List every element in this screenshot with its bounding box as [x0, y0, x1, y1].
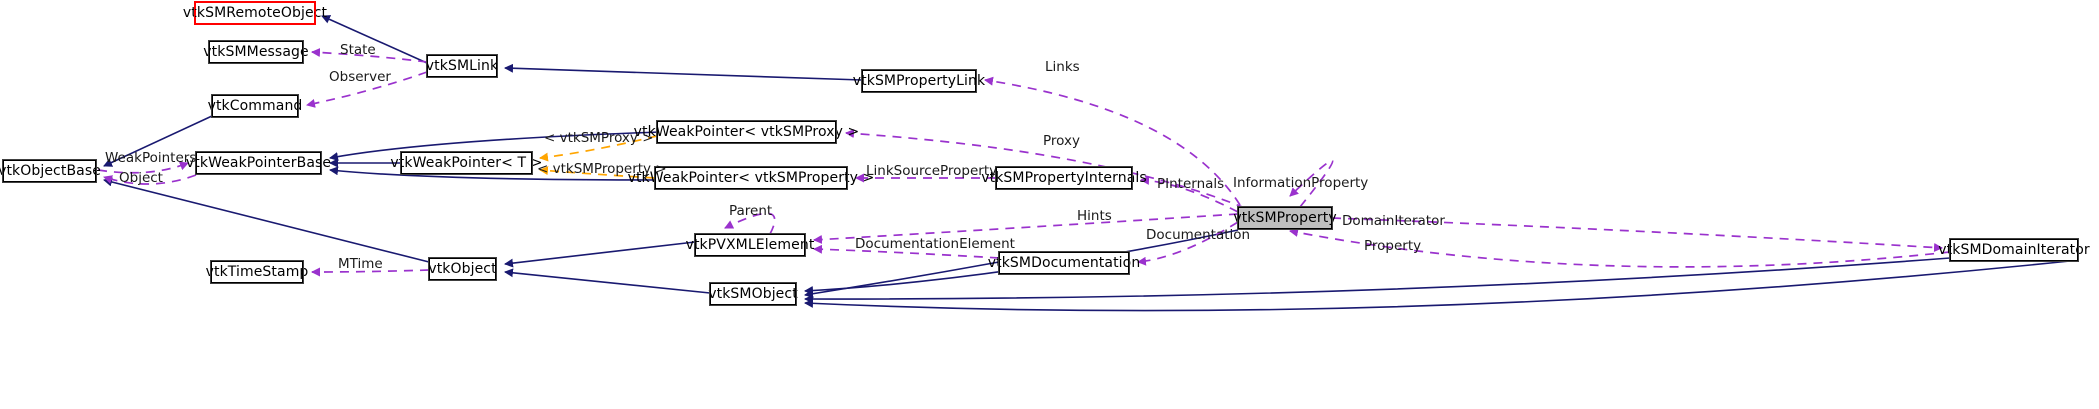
node-vtksmdomainiterator[interactable]: vtkSMDomainIterator — [1938, 238, 2090, 262]
edge-label-documentationelement: DocumentationElement — [855, 236, 1015, 252]
node-vtksmremoteobject[interactable]: vtkSMRemoteObject — [183, 1, 327, 25]
node-vtksmobject[interactable]: vtkSMObject — [708, 282, 798, 306]
edge-label-observer: Observer — [329, 69, 391, 85]
edge-label-links: Links — [1045, 59, 1080, 75]
node-vtkweakpointer-vtksmproperty[interactable]: vtkWeakPointer< vtkSMProperty > — [628, 166, 874, 190]
node-vtksmpropertylink[interactable]: vtkSMPropertyLink — [853, 69, 985, 93]
edge-label-domainiterator: DomainIterator — [1342, 213, 1445, 229]
edge-label-weakpointers: WeakPointers — [105, 150, 197, 166]
edge-label-proxy: Proxy — [1043, 133, 1080, 149]
node-vtksmproperty[interactable]: vtkSMProperty — [1233, 206, 1337, 230]
edge-label-template-vtksmproxy: < vtkSMProxy > — [544, 130, 654, 146]
node-vtksmpropertyinternals[interactable]: vtkSMPropertyInternals — [981, 166, 1147, 190]
node-vtksmmessage[interactable]: vtkSMMessage — [203, 40, 309, 64]
node-vtkweakpointerbase[interactable]: vtkWeakPointerBase — [186, 151, 331, 175]
node-vtktimestamp[interactable]: vtkTimeStamp — [206, 260, 308, 284]
node-vtkpvxmlelement[interactable]: vtkPVXMLElement — [686, 233, 814, 257]
edge-label-mtime: MTime — [338, 256, 383, 272]
node-vtkcommand[interactable]: vtkCommand — [208, 94, 302, 118]
node-vtksmdocumentation[interactable]: vtkSMDocumentation — [988, 251, 1140, 275]
edge-label-linksourceproperty: LinkSourceProperty — [866, 163, 998, 179]
node-vtkobject[interactable]: vtkObject — [428, 257, 497, 281]
edge-label-informationproperty: InformationProperty — [1233, 175, 1369, 191]
edge-label-property: Property — [1364, 238, 1422, 254]
edge-label-documentation: Documentation — [1146, 227, 1251, 243]
edge-label-parent: Parent — [729, 203, 773, 219]
edge-label-pinternals: PInternals — [1157, 176, 1225, 192]
usage-edges — [97, 47, 1951, 277]
edge-label-hints: Hints — [1077, 208, 1112, 224]
node-vtkweakpointer-t[interactable]: vtkWeakPointer< T > — [390, 151, 542, 175]
node-vtkweakpointer-vtksmproxy[interactable]: vtkWeakPointer< vtkSMProxy > — [634, 120, 859, 144]
edge-label-template-vtksmproperty: < vtkSMProperty > — [537, 161, 667, 177]
node-vtksmlink[interactable]: vtkSMLink — [426, 54, 498, 78]
edge-label-state: State — [340, 42, 376, 58]
edge-label-object: Object — [119, 170, 163, 186]
node-vtkobjectbase[interactable]: vtkObjectBase — [0, 159, 101, 183]
